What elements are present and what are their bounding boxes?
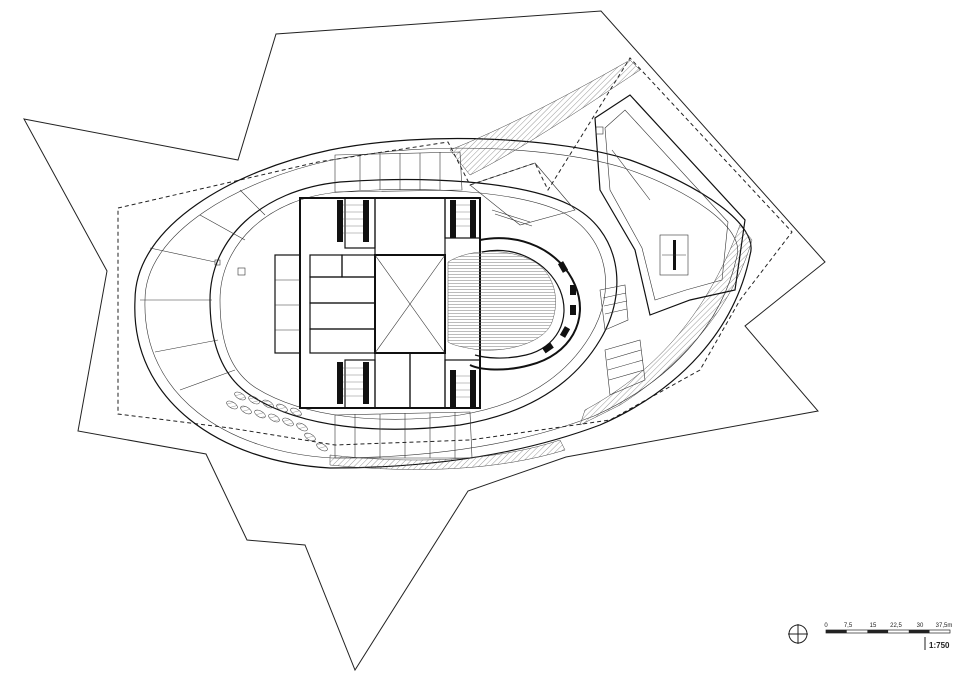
stair-cores	[337, 200, 476, 408]
east-wing	[594, 94, 746, 316]
scale-tick-30: 30	[917, 623, 924, 629]
east-seating-tiers	[599, 284, 646, 396]
roof-ribbon-south	[329, 439, 566, 470]
stair-treads	[343, 204, 470, 398]
roof-outline-dashed	[117, 57, 793, 446]
site-boundary	[23, 10, 826, 672]
rooms-west	[274, 254, 376, 354]
scale-tick-22-5: 22,5	[890, 623, 902, 629]
roof-ribbon-north	[449, 59, 641, 176]
sw-column-grid	[226, 391, 328, 452]
scale-bar-ticks: 0 7,5 15 22,5 30 37,5m	[824, 623, 952, 629]
auditorium-seating	[447, 251, 556, 351]
outer-shell	[134, 137, 752, 469]
south-service-rooms	[334, 411, 473, 459]
north-service-rooms	[334, 151, 463, 193]
scale-ratio: 1:750	[929, 641, 950, 650]
ne-entrance-canopy	[469, 162, 576, 227]
radial-struts	[140, 189, 266, 391]
rooms-south	[344, 352, 481, 409]
room-partitions-west	[275, 279, 300, 331]
scale-tick-15: 15	[870, 623, 877, 629]
lobby-oval	[209, 178, 618, 430]
scale-tick-7-5: 7,5	[844, 623, 853, 629]
auditorium-rim	[469, 237, 581, 371]
grid-markers	[214, 126, 604, 276]
auditorium-boxes	[542, 261, 576, 354]
scale-tick-0: 0	[824, 623, 828, 629]
north-arrow-icon	[788, 624, 808, 644]
auditorium-rim-inner	[474, 249, 565, 359]
scale-bar	[825, 629, 951, 650]
scale-tick-37-5m: 37,5m	[936, 623, 953, 629]
outer-shell-inner-line	[144, 147, 739, 459]
rooms-north	[344, 197, 481, 256]
stage-tower	[374, 254, 446, 354]
